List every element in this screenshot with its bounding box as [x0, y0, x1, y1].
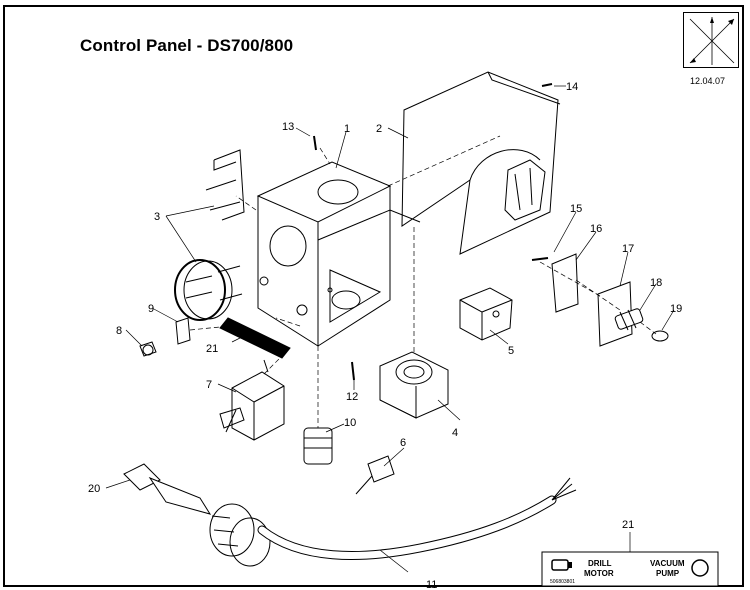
- plate-17: [597, 281, 633, 347]
- switch-block: [219, 359, 285, 441]
- pressure-gauge: [174, 259, 243, 321]
- callout-17: 17: [622, 243, 634, 255]
- page-title: Control Panel - DS700/800: [80, 36, 294, 55]
- label-motor: MOTOR: [584, 569, 614, 578]
- callout-15: 15: [570, 203, 582, 215]
- callout-19: 19: [670, 303, 682, 315]
- callout-labels: 1 2 3 4 5 6 7 8 9 10 11 12 13 14 15 16 1…: [88, 81, 682, 590]
- plate-9: [175, 317, 191, 345]
- label-pump: PUMP: [656, 569, 680, 578]
- label-vacuum: VACUUM: [650, 559, 685, 568]
- receptacle: [379, 351, 449, 419]
- label-part-number: 506803801: [550, 579, 575, 585]
- callout-1: 1: [344, 123, 350, 135]
- gauge-bracket: [205, 149, 245, 221]
- nut-19: [651, 330, 669, 342]
- callout-4: 4: [452, 427, 458, 439]
- callout-6: 6: [400, 437, 406, 449]
- callout-12: 12: [346, 391, 358, 403]
- power-plug-and-cable: [123, 463, 577, 567]
- callout-9: 9: [148, 303, 154, 315]
- label-strip: [219, 317, 291, 359]
- bulkhead-fitting: [303, 427, 333, 465]
- callout-20: 20: [88, 483, 100, 495]
- connector-18: [614, 308, 644, 331]
- orientation-compass-icon: [683, 12, 739, 68]
- callout-18: 18: [650, 277, 662, 289]
- drawing-frame: [3, 5, 744, 587]
- relay-module: [459, 287, 513, 341]
- callout-10: 10: [344, 417, 356, 429]
- drill-motor-icon: [551, 559, 572, 571]
- revision-date: 12.04.07: [690, 76, 726, 86]
- callout-3: 3: [154, 211, 160, 223]
- callout-8: 8: [116, 325, 122, 337]
- indicator-lamp: [139, 341, 157, 357]
- callout-7: 7: [206, 379, 212, 391]
- label-decal: DRILL MOTOR 506803801 VACUUM PUMP: [541, 551, 719, 587]
- vacuum-pump-icon: [691, 559, 709, 577]
- callout-16: 16: [590, 223, 602, 235]
- callout-14: 14: [566, 81, 578, 93]
- rear-cover-panel: [401, 71, 561, 255]
- callout-21-strip: 21: [206, 343, 218, 355]
- control-box: [256, 161, 421, 347]
- bracket-16: [551, 253, 579, 313]
- callout-13: 13: [282, 121, 294, 133]
- label-drill: DRILL: [588, 559, 612, 568]
- callout-2: 2: [376, 123, 382, 135]
- callout-11: 11: [426, 579, 437, 590]
- callout-5: 5: [508, 345, 514, 357]
- callout-21-label: 21: [622, 519, 634, 531]
